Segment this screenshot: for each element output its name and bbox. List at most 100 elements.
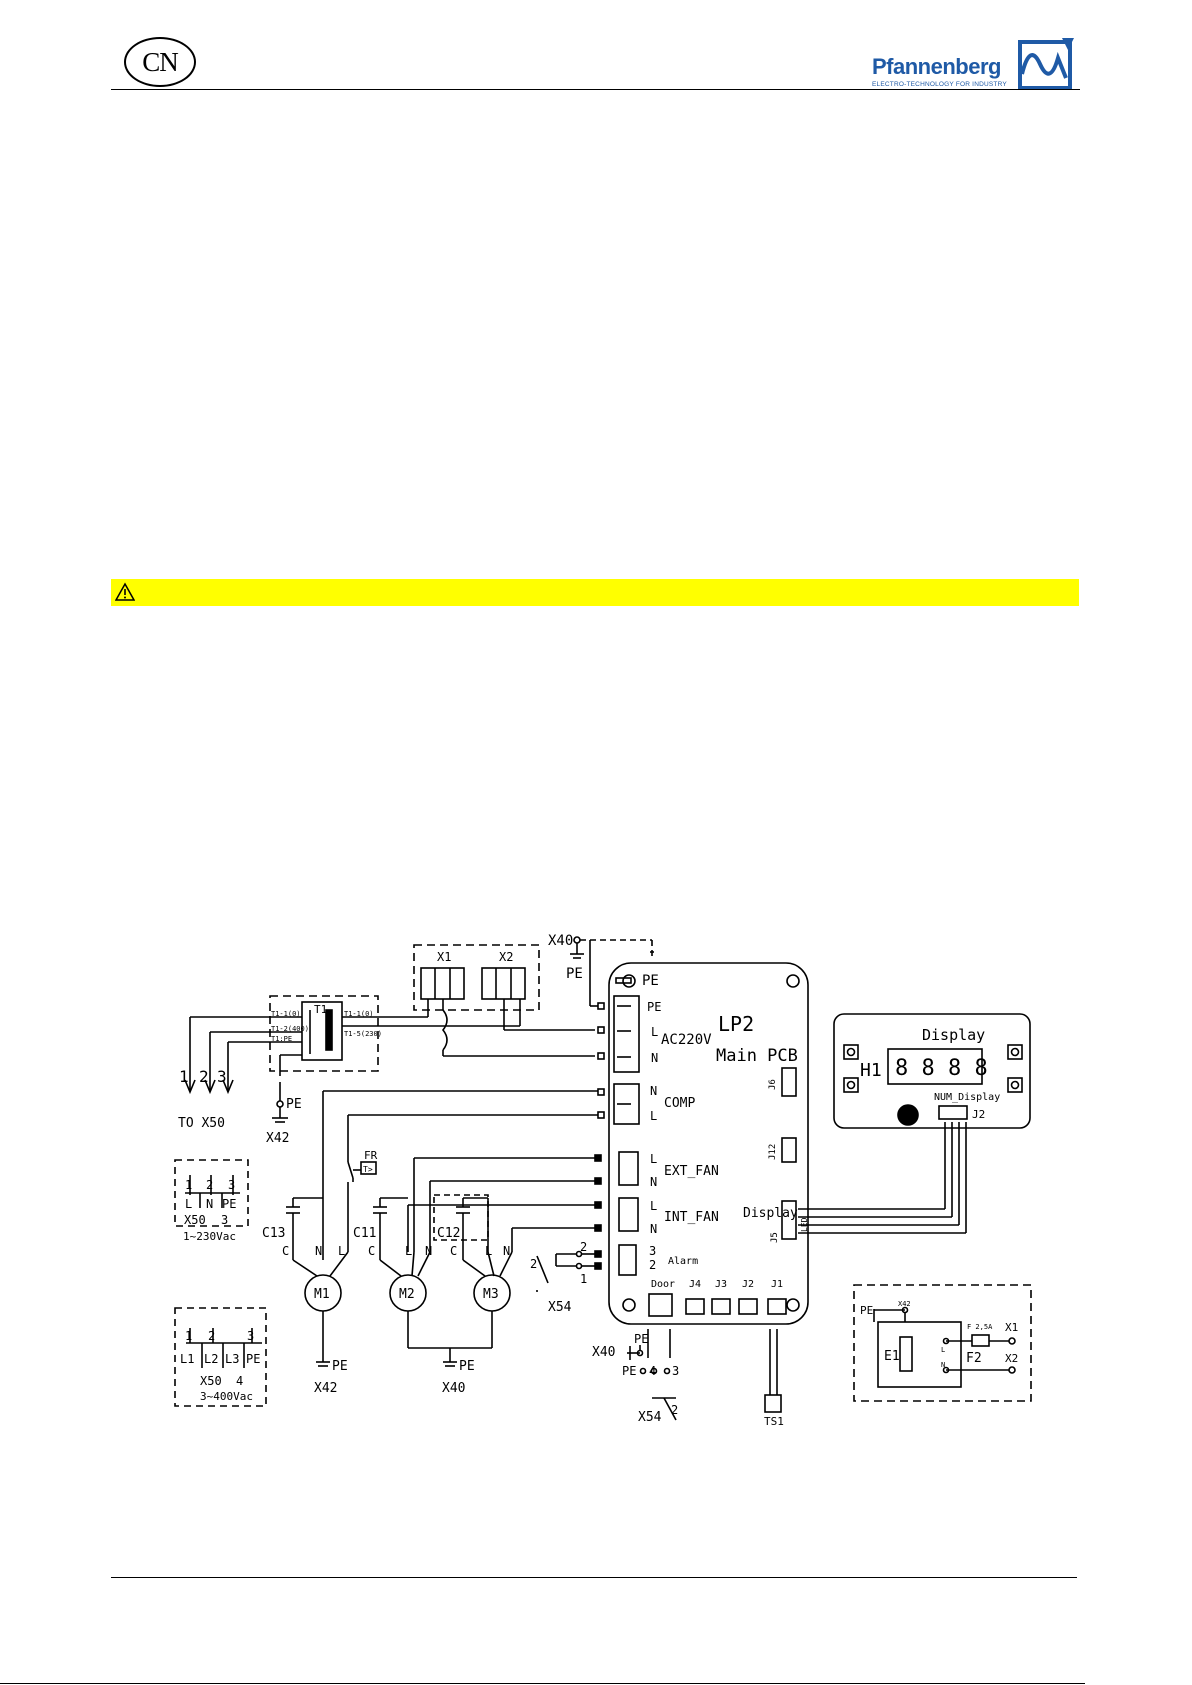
label-pcb-int-l: L bbox=[650, 1199, 657, 1213]
label-pcb-j5: J5 bbox=[770, 1232, 780, 1243]
label-pcb-alarm-3: 3 bbox=[649, 1244, 656, 1258]
brand-tagline: ELECTRO-TECHNOLOGY FOR INDUSTRY bbox=[872, 81, 1007, 88]
label-fr: FR bbox=[364, 1149, 378, 1162]
label-pe-top: PE bbox=[566, 966, 583, 982]
label-box400-voltage: 3~400Vac bbox=[200, 1390, 253, 1403]
label-t1-pe: T1:PE bbox=[271, 1035, 292, 1043]
label-heater-fuse-rating: F 2,5A bbox=[967, 1323, 993, 1331]
label-heater-l: L bbox=[941, 1346, 945, 1354]
label-x40-bottom: X40 bbox=[592, 1345, 615, 1360]
label-x54-bottom-3: 3 bbox=[672, 1364, 679, 1378]
label-pcb-alarm-2: 2 bbox=[649, 1258, 656, 1272]
label-pe-x42-top: PE bbox=[286, 1097, 302, 1112]
label-heater-e1: E1 bbox=[884, 1349, 900, 1364]
header-rule bbox=[111, 89, 1080, 90]
label-heater-x1: X1 bbox=[1005, 1321, 1018, 1334]
label-pcb-pe-pin: PE bbox=[647, 1000, 661, 1014]
label-heater-pe: PE bbox=[860, 1304, 873, 1317]
brand-logo-mark-icon bbox=[1018, 38, 1074, 90]
label-x54-bottom-4: 4 bbox=[649, 1364, 656, 1378]
label-pcb-ext-fan: EXT_FAN bbox=[664, 1164, 719, 1179]
label-pcb-comp-n: N bbox=[650, 1084, 657, 1098]
label-box400-l2: L2 bbox=[204, 1352, 218, 1366]
label-m1-n: N bbox=[315, 1244, 322, 1258]
label-box230-3: 3 bbox=[228, 1178, 235, 1192]
label-box400-2: 2 bbox=[208, 1329, 215, 1343]
label-box230-2: 2 bbox=[206, 1178, 213, 1192]
language-badge-text: CN bbox=[142, 46, 179, 77]
label-x40-top: X40 bbox=[548, 933, 573, 949]
label-to-x50: TO X50 bbox=[178, 1116, 225, 1131]
label-m3-n: N bbox=[503, 1244, 510, 1258]
label-x42-m1: X42 bbox=[314, 1381, 337, 1396]
label-pcb-j1: J1 bbox=[771, 1279, 783, 1290]
label-pcb-j3: J3 bbox=[715, 1279, 727, 1290]
label-m3-l: L bbox=[485, 1244, 492, 1258]
label-x40-m23: X40 bbox=[442, 1381, 465, 1396]
label-c12: C12 bbox=[437, 1226, 460, 1241]
label-x54-left: X54 bbox=[548, 1300, 572, 1315]
label-box230-x50: X50 bbox=[184, 1213, 206, 1227]
label-x42-top: X42 bbox=[266, 1131, 289, 1146]
footer-rule bbox=[111, 1577, 1077, 1578]
label-heater-x42: X42 bbox=[898, 1300, 911, 1308]
label-x54-bottom-2: 2 bbox=[671, 1403, 678, 1417]
label-m2-l: L bbox=[405, 1244, 412, 1258]
label-pcb-ac220: AC220V bbox=[661, 1032, 712, 1048]
label-pe-m23: PE bbox=[459, 1359, 475, 1374]
label-box230-l: L bbox=[185, 1197, 192, 1211]
label-box400-x50: X50 bbox=[200, 1374, 222, 1388]
brand-name: Pfannenberg bbox=[872, 54, 1001, 79]
label-disp-h1: H1 bbox=[860, 1060, 882, 1081]
label-box400-3: 3 bbox=[247, 1329, 254, 1343]
label-pcb-n-pin: N bbox=[651, 1051, 658, 1065]
label-c13: C13 bbox=[262, 1226, 285, 1241]
label-x54-bottom: X54 bbox=[638, 1410, 662, 1425]
label-box230-pe: PE bbox=[222, 1197, 236, 1211]
label-t1-10-left: T1-1(0) bbox=[271, 1010, 301, 1018]
label-pe-m1: PE bbox=[332, 1359, 348, 1374]
label-box400-l1: L1 bbox=[180, 1352, 194, 1366]
label-x2: X2 bbox=[499, 950, 513, 964]
label-x54-left-b: 1 bbox=[580, 1272, 587, 1286]
label-disp-j2: J2 bbox=[972, 1108, 985, 1121]
label-x54-left-a: 2 bbox=[580, 1240, 587, 1254]
label-wire-1: 1 bbox=[179, 1067, 189, 1086]
label-box400-l3: L3 bbox=[225, 1352, 239, 1366]
bottom-rule bbox=[0, 1683, 1085, 1684]
label-box230-x50n: 3 bbox=[221, 1213, 228, 1227]
label-pcb-j4: J4 bbox=[689, 1279, 701, 1290]
label-heater-f2: F2 bbox=[966, 1351, 982, 1366]
label-heater-n: N bbox=[941, 1361, 945, 1369]
label-box230-n: N bbox=[206, 1197, 213, 1211]
brand-logo: Pfannenberg ELECTRO-TECHNOLOGY FOR INDUS… bbox=[872, 30, 1082, 92]
label-box230-1: 1 bbox=[185, 1178, 192, 1192]
label-t1-10-right: T1-1(0) bbox=[344, 1010, 374, 1018]
label-pcb-alarm: Alarm bbox=[668, 1256, 698, 1267]
label-m1: M1 bbox=[314, 1287, 330, 1302]
label-pcb-ext-n: N bbox=[650, 1175, 657, 1189]
label-m2: M2 bbox=[399, 1287, 415, 1302]
label-pcb-j12: J12 bbox=[768, 1144, 778, 1160]
label-fr-symbol: T> bbox=[363, 1165, 373, 1174]
label-pe-bottom: PE bbox=[634, 1332, 648, 1346]
label-pcb-comp: COMP bbox=[664, 1096, 695, 1111]
label-disp-digits: 8 8 8 8 bbox=[895, 1056, 988, 1081]
label-disp-title: Display bbox=[922, 1026, 985, 1044]
label-m3: M3 bbox=[483, 1287, 499, 1302]
label-pcb-int-n: N bbox=[650, 1222, 657, 1236]
label-ts1: TS1 bbox=[764, 1415, 784, 1428]
label-m2-c: C bbox=[368, 1244, 375, 1258]
language-badge: CN bbox=[124, 37, 196, 87]
label-m1-l: L bbox=[338, 1244, 345, 1258]
label-heater-x2: X2 bbox=[1005, 1352, 1018, 1365]
label-box400-x50n: 4 bbox=[236, 1374, 243, 1388]
label-pcb-display: Display bbox=[743, 1206, 798, 1221]
label-wire-2: 2 bbox=[199, 1067, 209, 1086]
label-m3-c: C bbox=[450, 1244, 457, 1258]
label-pcb-subtitle: Main PCB bbox=[716, 1046, 798, 1066]
label-pcb-j2: J2 bbox=[742, 1279, 754, 1290]
label-pcb-int-fan: INT_FAN bbox=[664, 1210, 719, 1225]
label-pcb-door: Door bbox=[651, 1279, 675, 1290]
